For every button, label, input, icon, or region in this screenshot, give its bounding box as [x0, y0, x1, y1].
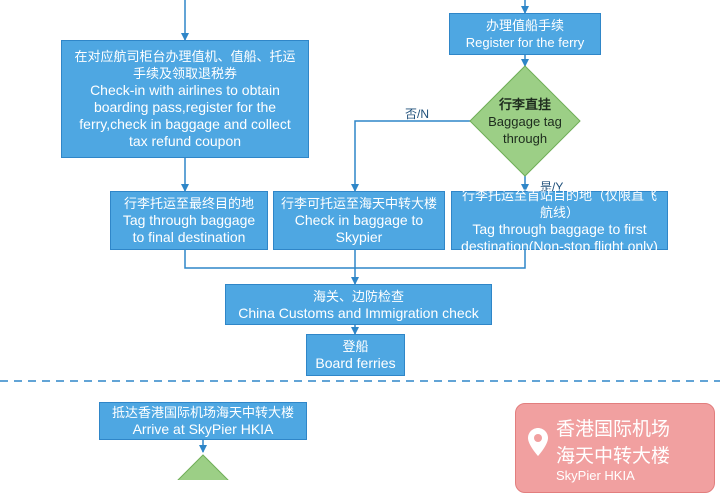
card-line2: 海天中转大楼	[556, 446, 671, 467]
skypier-box: 行李可托运至海天中转大楼 Check in baggage to Skypier	[273, 191, 445, 250]
checkin-en-line2: boarding pass,register for the	[93, 99, 277, 115]
bottom-decision-diamond	[177, 454, 229, 480]
ferry-register-en: Register for the ferry	[465, 35, 585, 50]
arrive-en: Arrive at SkyPier HKIA	[132, 421, 274, 437]
board-zh: 登船	[342, 339, 369, 354]
checkin-zh-line1: 在对应航司柜台办理值机、值船、托运	[74, 49, 296, 64]
skypier-en-line2: Skypier	[335, 229, 383, 245]
no-label: 否/N	[405, 107, 430, 121]
connector-layer	[0, 0, 720, 480]
skypier-zh: 行李可托运至海天中转大楼	[280, 196, 437, 211]
final-zh: 行李托运至最终目的地	[123, 196, 254, 211]
customs-en: China Customs and Immigration check	[238, 304, 479, 321]
card-line3: SkyPier HKIA	[556, 468, 635, 483]
decision-zh: 行李直挂	[498, 96, 551, 112]
decision-en-line1: Baggage tag	[488, 113, 562, 129]
ferry-register-box: 办理值船手续 Register for the ferry	[449, 13, 601, 55]
arrive-zh: 抵达香港国际机场海天中转大楼	[111, 405, 294, 420]
final-destination-box: 行李托运至最终目的地 Tag through baggage to final …	[110, 191, 268, 250]
customs-box: 海关、边防检查 China Customs and Immigration ch…	[225, 284, 492, 325]
checkin-en-line4: tax refund coupon	[128, 133, 242, 149]
checkin-en-line1: Check-in with airlines to obtain	[90, 82, 280, 98]
checkin-en-line3: ferry,check in baggage and collect	[79, 116, 291, 132]
first-en-line1: Tag through baggage to first	[472, 220, 647, 237]
customs-zh: 海关、边防检查	[312, 288, 404, 304]
skypier-en-line1: Check in baggage to	[294, 212, 424, 228]
arrow-final-to-customs	[184, 250, 355, 269]
decision-en-line2: through	[502, 130, 548, 146]
first-destination-box: 行李托运至首站目的地（仅限直飞航线） Tag through baggage t…	[451, 188, 668, 254]
first-en-line2: destination(Non-stop flight only)	[461, 237, 658, 254]
location-pin-icon	[528, 428, 548, 456]
checkin-box: 在对应航司柜台办理值机、值船、托运 手续及领取退税券 Check-in with…	[61, 40, 309, 158]
checkin-zh-line2: 手续及领取退税券	[132, 66, 237, 81]
yes-label: 是/Y	[540, 180, 564, 194]
arrive-box: 抵达香港国际机场海天中转大楼 Arrive at SkyPier HKIA	[99, 402, 307, 440]
first-zh: 行李托运至首站目的地（仅限直飞航线）	[461, 187, 657, 220]
arrow-first-to-customs	[355, 250, 526, 269]
baggage-decision-diamond	[469, 65, 581, 177]
arrow-decision-no	[351, 120, 472, 192]
board-en: Board ferries	[315, 355, 396, 371]
board-ferries-box: 登船 Board ferries	[306, 334, 405, 376]
ferry-register-zh: 办理值船手续	[485, 18, 564, 33]
final-en-line1: Tag through baggage	[122, 212, 256, 228]
final-en-line2: to final destination	[132, 229, 246, 245]
skypier-location-card: 香港国际机场 海天中转大楼 SkyPier HKIA	[515, 403, 715, 493]
card-line1: 香港国际机场	[556, 419, 671, 440]
decision-text: 行李直挂 Baggage tag through	[470, 93, 580, 149]
